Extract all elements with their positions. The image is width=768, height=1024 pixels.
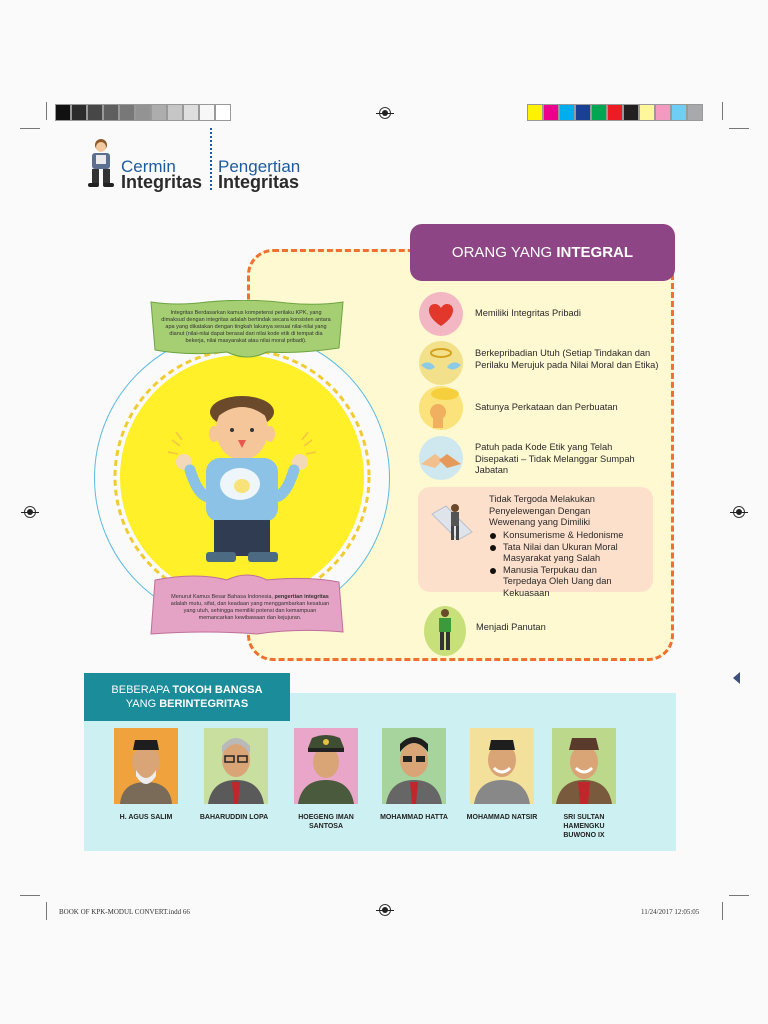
integral-item-3: Satunya Perkataan dan Perbuatan [475, 402, 618, 412]
bullet-text: Tata Nilai dan Ukuran Moral Masyarakat y… [503, 541, 618, 564]
tokoh-title-line1-prefix: BEBERAPA [111, 684, 173, 696]
bullet-text: Manusia Terpukau dan Terpedaya Oleh Uang… [503, 564, 612, 598]
tokoh-name-4: MOHAMMAD HATTA [380, 814, 448, 821]
bullet-item: Konsumerisme & Hedonisme [489, 530, 639, 542]
kbbi-suffix: adalah mutu, sifat, dan keadaan yang men… [170, 601, 330, 621]
crop-mark [722, 902, 723, 920]
grayscale-color-bar [55, 104, 231, 121]
integral-item-4: Patuh pada Kode Etik yang Telah Disepaka… [475, 442, 635, 475]
process-color-bar [527, 104, 703, 121]
registration-mark-icon [730, 506, 748, 518]
kbbi-prefix: Menurut Kamus Besar Bahasa Indonesia, [171, 594, 275, 600]
bullet-dot-icon [490, 544, 496, 551]
crop-mark [729, 128, 749, 129]
header-title-pengertian: Pengertian [218, 157, 301, 176]
header-title-integritas-left: Integritas [121, 172, 203, 192]
character-illustration [162, 392, 322, 578]
crop-mark [20, 128, 40, 129]
kpk-definition-text: Integritas Berdasarkan kamus kompetensi … [161, 310, 331, 344]
bullet-text: Konsumerisme & Hedonisme [503, 530, 624, 540]
header-title-integritas-right: Integritas [218, 172, 300, 192]
tokoh-title: BEBERAPA TOKOH BANGSA YANG BERINTEGRITAS [84, 683, 290, 711]
halo-icon [419, 341, 463, 385]
integral-title-bold: INTEGRAL [556, 244, 634, 261]
integral-title-prefix: ORANG YANG [451, 244, 557, 261]
side-arrow-icon [733, 672, 740, 684]
portrait-mohammad-hatta [382, 728, 446, 804]
bullet-item: Tata Nilai dan Ukuran Moral Masyarakat y… [489, 542, 639, 565]
kbbi-definition-box-bg [147, 568, 345, 636]
kpk-definition-box-bg [147, 299, 345, 364]
header-title-cermin: Cermin [121, 157, 176, 176]
registration-mark-icon [376, 904, 394, 916]
tokoh-name-6: SRI SULTAN HAMENGKU BUWONO IX [563, 814, 605, 839]
bullet-dot-icon [490, 533, 496, 539]
crop-mark [729, 895, 749, 896]
kbbi-definition-text: Menurut Kamus Besar Bahasa Indonesia, pe… [168, 594, 332, 622]
tokoh-title-line1-bold: TOKOH BANGSA [172, 684, 263, 696]
portrait-hoegeng-iman-santosa [294, 728, 358, 804]
integral-title: ORANG YANG INTEGRAL [410, 244, 675, 262]
integral-item-2: Berkepribadian Utuh (Setiap Tindakan dan… [475, 348, 659, 370]
tokoh-title-line2: YANG BERINTEGRITAS [84, 697, 290, 711]
walking-man-icon [426, 496, 478, 548]
heart-icon [419, 292, 463, 336]
crop-mark [20, 895, 40, 896]
footer-filename: BOOK OF KPK-MODUL CONVERT.indd 66 [59, 908, 190, 916]
kbbi-bold: pengertian integritas [274, 594, 329, 600]
registration-mark-icon [21, 506, 39, 518]
crop-mark [722, 102, 723, 120]
temptation-bullet-list: Konsumerisme & Hedonisme Tata Nilai dan … [489, 530, 639, 599]
bullet-item: Manusia Terpukau dan Terpedaya Oleh Uang… [489, 565, 639, 600]
crop-mark [46, 102, 47, 120]
footer-timestamp: 11/24/2017 12:05:05 [641, 908, 700, 916]
portrait-sri-sultan-hamengku-buwono [552, 728, 616, 804]
crop-mark [46, 902, 47, 920]
header-divider [210, 128, 212, 190]
bullet-dot-icon [490, 567, 496, 574]
header-mascot-icon [86, 136, 116, 188]
tokoh-title-line1: BEBERAPA TOKOH BANGSA [84, 683, 290, 697]
portrait-agus-salim [114, 728, 178, 804]
registration-mark-icon [376, 107, 394, 119]
role-model-icon [424, 606, 466, 656]
portrait-baharuddin-lopa [204, 728, 268, 804]
integral-title-banner [410, 224, 675, 281]
handshake-icon [419, 436, 463, 480]
tokoh-title-banner [84, 673, 290, 721]
tokoh-name-3: HOEGENG IMAN SANTOSA [298, 814, 354, 830]
temptation-title: Tidak Tergoda Melakukan Penyelewengan De… [489, 494, 595, 527]
tokoh-title-line2-bold: BERINTEGRITAS [159, 698, 249, 710]
tokoh-name-5: MOHAMMAD NATSIR [466, 814, 538, 821]
tokoh-name-2: BAHARUDDIN LOPA [199, 814, 269, 821]
tokoh-name-1: H. AGUS SALIM [119, 814, 173, 821]
integral-item-1: Memiliki Integritas Pribadi [475, 308, 581, 318]
speech-icon [419, 386, 463, 430]
integral-item-role-model: Menjadi Panutan [476, 622, 546, 632]
tokoh-title-line2-prefix: YANG [125, 698, 160, 710]
portrait-mohammad-natsir [470, 728, 534, 804]
